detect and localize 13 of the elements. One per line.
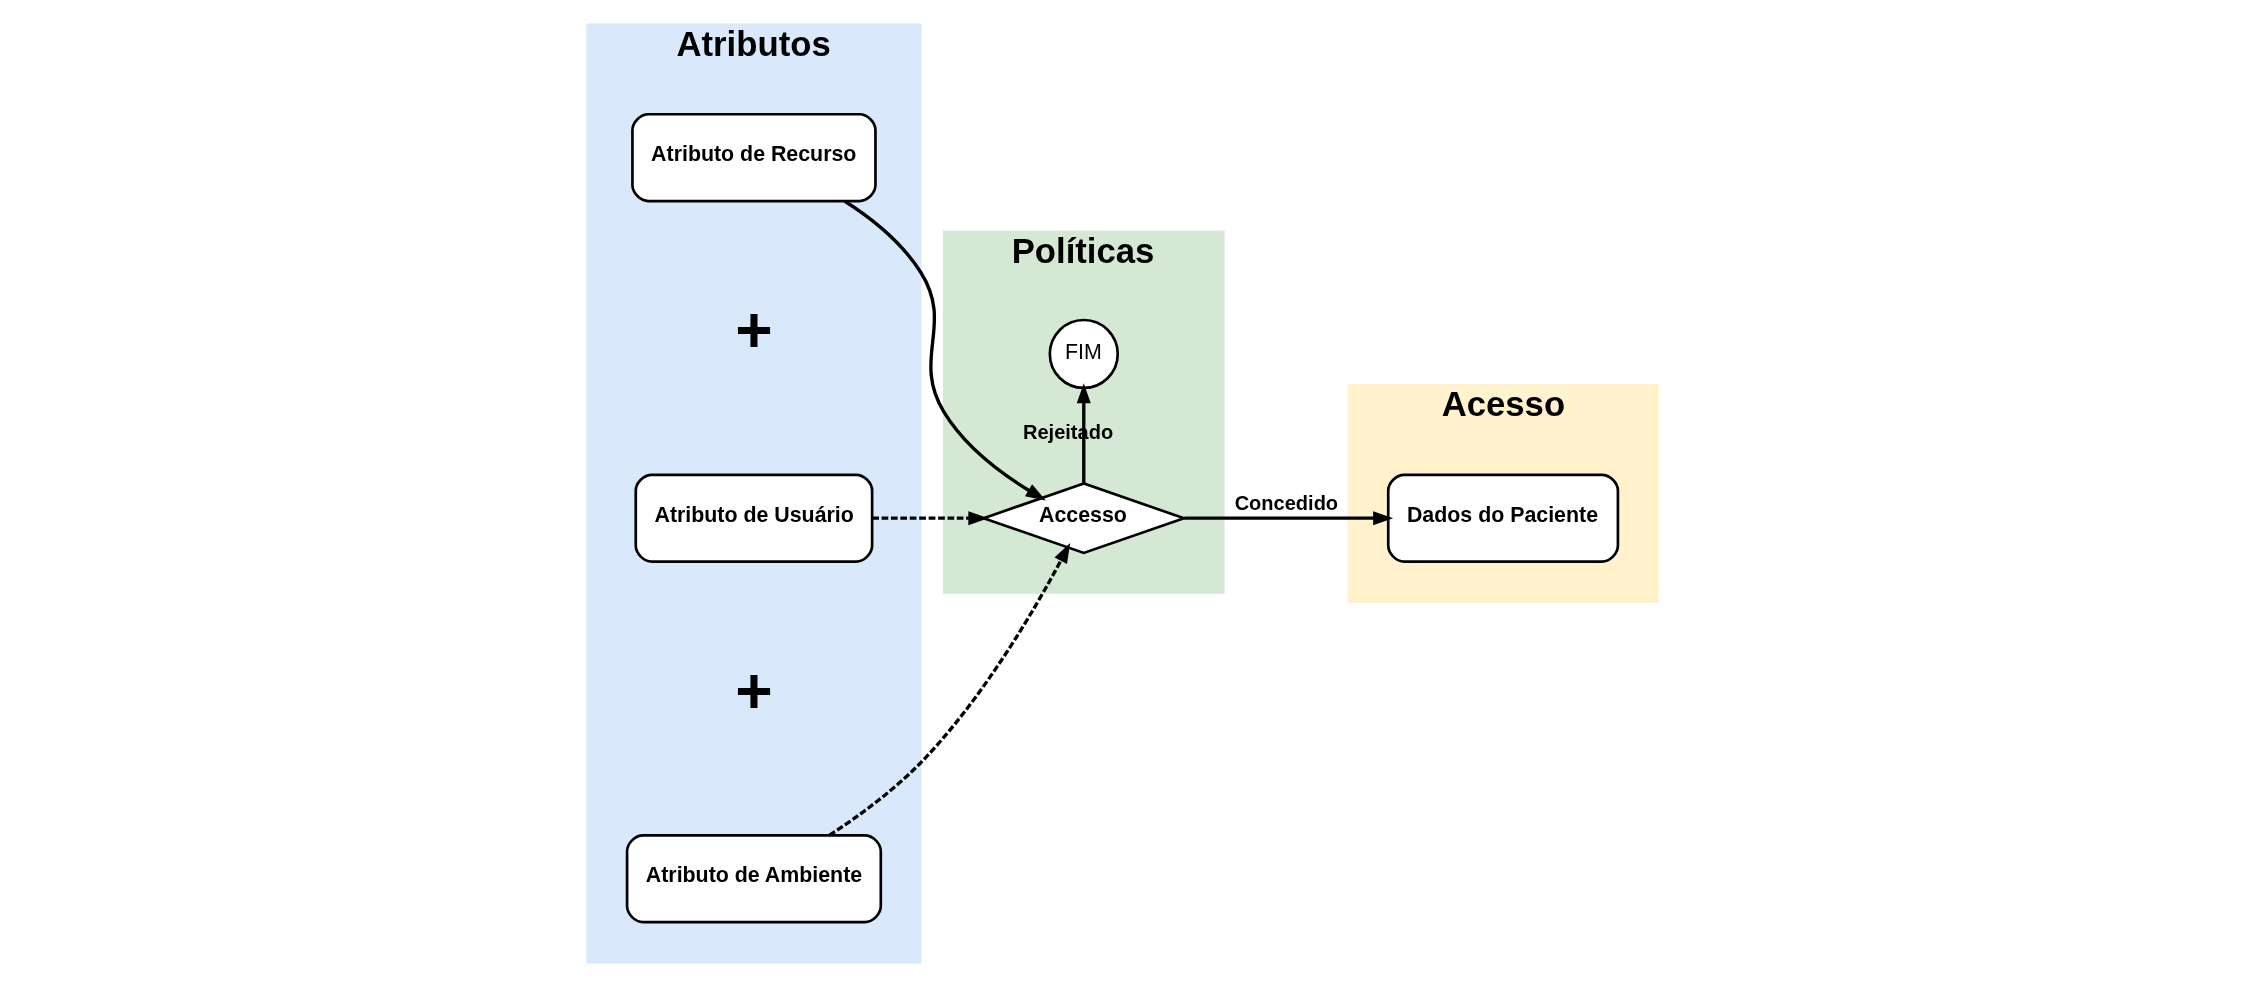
arrow [871,511,988,526]
edge-label: Concedido [1234,492,1338,515]
node-box: Atributo de Ambiente [625,834,882,924]
label: + [734,655,773,728]
node-box: Atributo de Usuário [633,473,873,563]
label: + [734,294,773,367]
arrow [1183,511,1393,526]
arrow [843,199,1046,501]
node-box: Atributo de Recurso [630,112,877,203]
node-circle: FIM [1048,318,1119,390]
arrow [828,542,1070,837]
node-box: Dados do Paciente [1386,473,1619,563]
arrow [1076,383,1091,484]
